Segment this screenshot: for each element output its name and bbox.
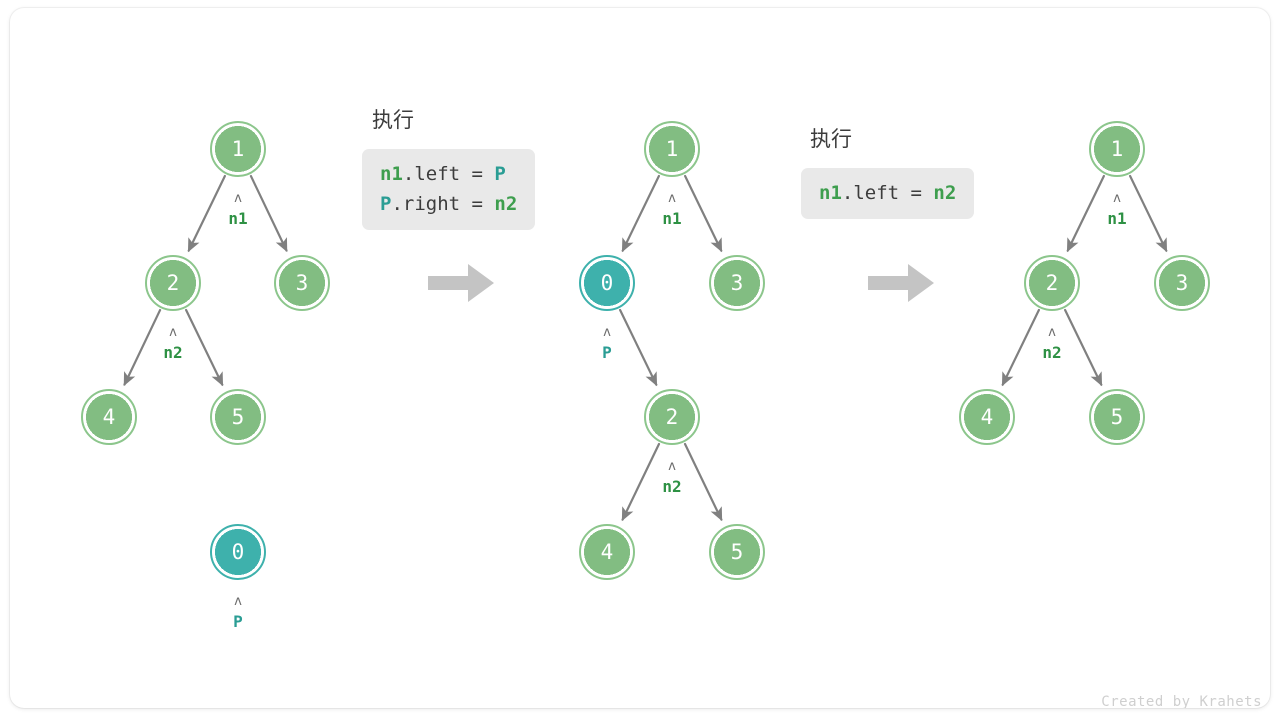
code-token: n1 xyxy=(819,182,842,204)
code-line: P.right = n2 xyxy=(380,189,517,219)
before-node-2: 2 xyxy=(145,255,201,311)
node-value: 4 xyxy=(102,404,116,429)
caret-icon: ʌ xyxy=(1113,191,1121,206)
node-value: 5 xyxy=(730,539,744,564)
node-value: 2 xyxy=(665,404,679,429)
code-line: n1.left = n2 xyxy=(819,178,956,208)
before-node-3: 3 xyxy=(274,255,330,311)
step-1-title: 执行 xyxy=(372,108,414,132)
step-2-code-block: n1.left = n2 xyxy=(801,168,975,219)
node-value: 0 xyxy=(600,270,614,295)
middle-node-2: 2 xyxy=(644,389,700,445)
before-node-0: 0 xyxy=(210,524,266,580)
node-value: 3 xyxy=(295,270,309,295)
middle-node-0: 0 xyxy=(579,255,635,311)
middle-node-5: 5 xyxy=(709,524,765,580)
caret-icon: ʌ xyxy=(668,459,676,474)
code-token: .left = xyxy=(841,182,934,204)
caret-icon: ʌ xyxy=(603,325,611,340)
caret-icon: ʌ xyxy=(234,594,242,609)
code-token: P xyxy=(380,193,392,215)
caret-icon: ʌ xyxy=(1048,325,1056,340)
node-value: 3 xyxy=(730,270,744,295)
code-token: n2 xyxy=(494,193,518,215)
before-pointer-n2: ʌ n2 xyxy=(143,325,203,362)
after-pointer-n2: ʌ n2 xyxy=(1022,325,1082,362)
after-pointer-n1: ʌ n1 xyxy=(1087,191,1147,228)
pointer-label: n1 xyxy=(1107,209,1127,228)
before-node-5: 5 xyxy=(210,389,266,445)
big-arrow-1 xyxy=(428,264,494,302)
node-value: 1 xyxy=(665,136,679,161)
pointer-label: n2 xyxy=(1042,343,1062,362)
credit-watermark: Created by Krahets xyxy=(1101,694,1262,708)
pointer-label: n1 xyxy=(228,209,248,228)
code-line: n1.left = P xyxy=(380,159,517,189)
node-value: 3 xyxy=(1175,270,1189,295)
before-pointer-n1: ʌ n1 xyxy=(208,191,268,228)
after-node-3: 3 xyxy=(1154,255,1210,311)
node-value: 5 xyxy=(1110,404,1124,429)
caret-icon: ʌ xyxy=(668,191,676,206)
node-value: 5 xyxy=(231,404,245,429)
code-token: .left = xyxy=(402,163,495,185)
caret-icon: ʌ xyxy=(234,191,242,206)
middle-pointer-n1: ʌ n1 xyxy=(642,191,702,228)
code-token: n2 xyxy=(933,182,957,204)
before-node-1: 1 xyxy=(210,121,266,177)
node-value: 4 xyxy=(980,404,994,429)
after-node-1: 1 xyxy=(1089,121,1145,177)
node-value: 2 xyxy=(166,270,180,295)
code-token: .right = xyxy=(391,193,495,215)
node-value: 1 xyxy=(231,136,245,161)
node-value: 4 xyxy=(600,539,614,564)
pointer-label: n2 xyxy=(163,343,183,362)
after-node-5: 5 xyxy=(1089,389,1145,445)
middle-pointer-n2: ʌ n2 xyxy=(642,459,702,496)
big-arrow-2 xyxy=(868,264,934,302)
code-token: P xyxy=(494,163,506,185)
pointer-label: P xyxy=(602,343,612,362)
caret-icon: ʌ xyxy=(169,325,177,340)
pointer-label: n2 xyxy=(662,477,682,496)
after-node-2: 2 xyxy=(1024,255,1080,311)
middle-node-3: 3 xyxy=(709,255,765,311)
node-value: 1 xyxy=(1110,136,1124,161)
code-token: n1 xyxy=(380,163,403,185)
node-value: 2 xyxy=(1045,270,1059,295)
step-2-title: 执行 xyxy=(810,127,852,151)
after-node-4: 4 xyxy=(959,389,1015,445)
pointer-label: P xyxy=(233,612,243,631)
middle-node-4: 4 xyxy=(579,524,635,580)
node-value: 0 xyxy=(231,539,245,564)
before-node-4: 4 xyxy=(81,389,137,445)
pointer-label: n1 xyxy=(662,209,682,228)
middle-node-1: 1 xyxy=(644,121,700,177)
